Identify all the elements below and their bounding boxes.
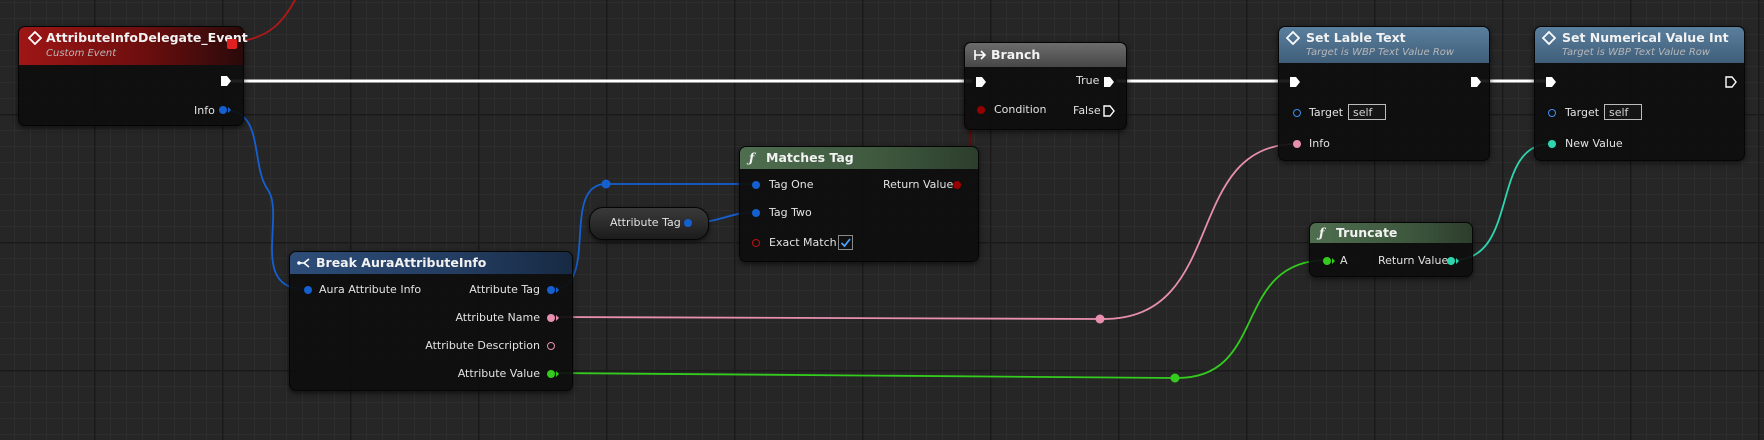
tag-one-pin[interactable] [752,181,760,189]
attribute-value-output-label: Attribute Value [457,367,540,380]
attribute-tag-variable-label: Attribute Tag [610,216,681,229]
set-numerical-value-header [1535,27,1744,63]
branch-false-label: False [1073,104,1101,117]
branch-condition-label: Condition [994,103,1047,116]
attribute-tag-output-pin[interactable] [547,286,559,294]
truncate-return-label: Return Value [1378,254,1449,267]
set-label-exec-out-pin[interactable] [1470,76,1482,88]
exact-match-label: Exact Match [769,236,837,249]
truncate-a-label: A [1340,254,1348,267]
break-struct-title: Break AuraAttributeInfo [316,255,487,270]
set-numerical-value-subtitle: Target is WBP Text Value Row [1562,47,1711,58]
custom-event-header [19,27,243,65]
set-label-text-title: Set Lable Text [1306,30,1406,45]
set-label-target-label: Target [1309,106,1344,119]
matches-tag-node[interactable]: ƒ Matches Tag Tag One Return Value Tag T… [739,146,979,262]
attribute-tag-variable-node[interactable]: Attribute Tag [589,207,709,240]
truncate-function-icon: ƒ [1319,225,1325,240]
attribute-name-output-label: Attribute Name [455,311,540,324]
set-numerical-target-label: Target [1565,106,1600,119]
exact-match-checkbox[interactable] [838,235,853,250]
attribute-name-output-pin[interactable] [547,314,559,322]
aura-attribute-info-pin[interactable] [304,286,312,294]
truncate-return-pin[interactable] [1447,257,1459,265]
attribute-value-output-pin[interactable] [547,370,559,378]
function-diamond-icon [1542,31,1556,45]
branch-title: Branch [991,47,1041,62]
branch-exec-in-pin[interactable] [975,76,987,88]
set-numerical-target-pin[interactable] [1548,109,1556,117]
truncate-title: Truncate [1336,225,1398,240]
reroute-knot-text [1095,314,1105,324]
event-info-label: Info [194,104,215,117]
set-numerical-exec-in-pin[interactable] [1545,76,1557,88]
reroute-knot-struct [601,179,611,189]
set-label-text-header [1279,27,1489,63]
checkmark-icon [840,238,851,248]
attribute-description-output-pin[interactable] [547,342,555,350]
break-struct-icon [297,258,310,268]
branch-condition-pin[interactable] [977,106,985,114]
wire-value-truncate [551,259,1329,379]
set-label-target-pin[interactable] [1293,109,1301,117]
matches-tag-header [740,147,978,169]
reroute-knot-float [1170,373,1180,383]
event-info-pin[interactable] [219,106,231,114]
set-numerical-new-value-pin[interactable] [1548,140,1556,148]
custom-event-node[interactable]: AttributeInfoDelegate_Event Custom Event… [18,26,248,126]
tag-two-pin[interactable] [752,209,760,217]
break-struct-node[interactable]: Break AuraAttributeInfo Aura Attribute I… [289,251,573,391]
return-value-label: Return Value [883,178,954,191]
set-label-info-label: Info [1309,137,1330,150]
branch-true-pin[interactable] [1103,76,1115,88]
function-icon: ƒ [749,150,755,165]
exact-match-pin[interactable] [752,239,760,247]
exec-out-pin[interactable] [220,75,232,87]
delegate-pin-icon[interactable] [227,39,237,49]
tag-one-label: Tag One [769,178,814,191]
truncate-node[interactable]: ƒ Truncate A Return Value [1309,222,1473,277]
branch-false-pin[interactable] [1103,105,1115,117]
custom-event-subtitle: Custom Event [46,48,117,59]
event-diamond-icon [28,31,42,45]
set-label-target-self-field[interactable]: self [1348,104,1386,120]
set-numerical-value-node[interactable]: Set Numerical Value Int Target is WBP Te… [1534,26,1745,161]
truncate-header [1310,223,1472,243]
function-diamond-icon [1286,31,1300,45]
attribute-tag-output-label: Attribute Tag [469,283,540,296]
attribute-tag-variable-pin[interactable] [684,219,692,227]
set-label-exec-in-pin[interactable] [1289,76,1301,88]
set-numerical-value-title: Set Numerical Value Int [1562,30,1729,45]
branch-header [965,43,1126,67]
branch-true-label: True [1076,74,1100,87]
break-struct-header [290,252,572,274]
set-label-text-subtitle: Target is WBP Text Value Row [1306,47,1455,58]
branch-node[interactable]: Branch True Condition False [964,42,1127,130]
matches-tag-title: Matches Tag [766,150,854,165]
set-numerical-exec-out-pin[interactable] [1725,76,1737,88]
branch-icon [974,50,987,60]
tag-two-label: Tag Two [769,206,812,219]
set-label-text-node[interactable]: Set Lable Text Target is WBP Text Value … [1278,26,1490,161]
truncate-a-pin[interactable] [1323,257,1335,265]
custom-event-title: AttributeInfoDelegate_Event [46,30,248,45]
set-label-info-pin[interactable] [1293,140,1301,148]
set-numerical-target-self-field[interactable]: self [1604,104,1642,120]
attribute-description-output-label: Attribute Description [425,339,540,352]
aura-attribute-info-label: Aura Attribute Info [319,283,422,296]
set-numerical-new-value-label: New Value [1565,137,1623,150]
matches-return-pin[interactable] [953,181,961,189]
